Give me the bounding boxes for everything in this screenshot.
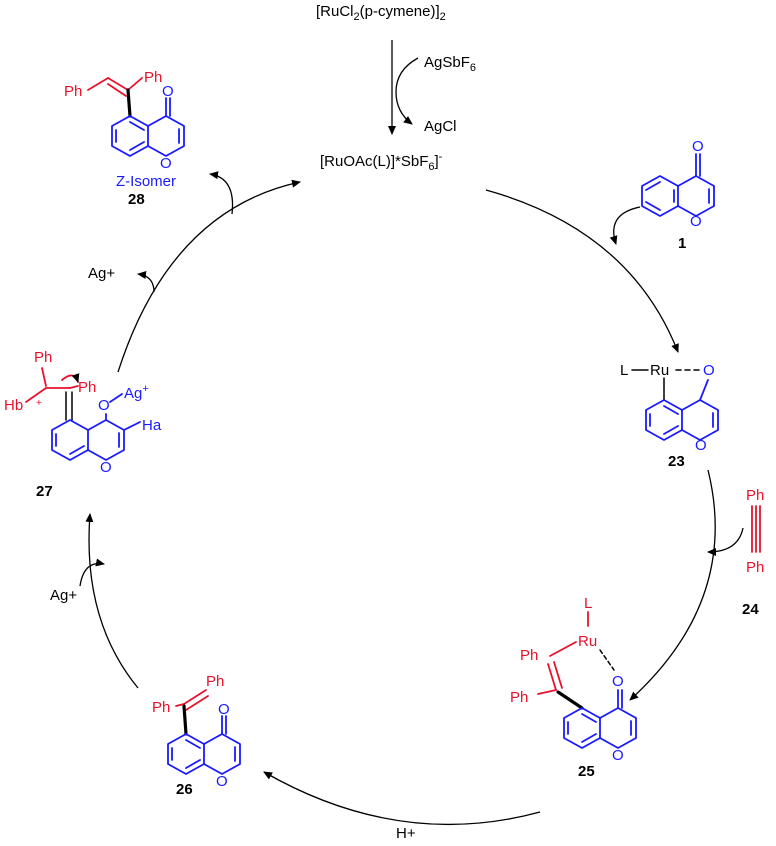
compound-25-label: 25 <box>578 763 595 780</box>
c23-Ru: Ru <box>650 362 669 379</box>
cycle-arrow-to-26 <box>263 771 541 826</box>
c27-Ph-right: Ph <box>78 379 96 396</box>
c27-Ha: Ha <box>142 417 162 434</box>
alkyne-in-arrow <box>707 527 744 556</box>
agsbf6-in-arrow <box>395 57 419 125</box>
z-isomer-label: Z-Isomer <box>116 173 176 190</box>
c26-ring-O: O <box>216 773 228 790</box>
cycle-arrow-to-27 <box>85 513 139 689</box>
compound-1-label: 1 <box>678 235 686 252</box>
compound-24-label: 24 <box>742 601 759 618</box>
agsbf6-reagent: AgSbF6 <box>424 54 476 74</box>
c23-ring-O: O <box>695 437 707 454</box>
c25-Ph-b: Ph <box>510 689 528 706</box>
c23-ligand-L: L <box>620 362 628 379</box>
c23-carbonyl-O: O <box>703 362 715 379</box>
c27-Hb: Hb <box>4 397 23 414</box>
ag-plus-lower: Ag+ <box>50 587 77 604</box>
ag-plus-upper-arrow <box>137 271 155 293</box>
c27-cation-plus: + <box>36 398 42 409</box>
c24-Ph-bottom: Ph <box>746 559 764 576</box>
compound-28-label: 28 <box>128 191 145 208</box>
agcl-byproduct: AgCl <box>424 118 457 135</box>
compound-25-insertion-intermediate: L Ru Ph Ph O O 25 <box>510 595 637 780</box>
precatalyst-formula: [RuCl2(p-cymene)]2 <box>316 3 446 23</box>
c28-Ph-right: Ph <box>144 69 162 86</box>
ag-plus-lower-arrow <box>79 558 105 587</box>
chromone-in-arrow <box>609 206 641 245</box>
cycle-arrow-to-23 <box>485 189 679 353</box>
compound-26-E-alkenyl-chromone: Ph Ph O O 26 <box>152 673 241 798</box>
c25-Ph-a: Ph <box>520 647 538 664</box>
c27-Ag: Ag+ <box>124 383 149 402</box>
c26-carbonyl-O: O <box>218 701 230 718</box>
c27-ring-O: O <box>100 459 112 476</box>
c26-Ph-left: Ph <box>152 699 170 716</box>
compound-26-label: 26 <box>176 781 193 798</box>
product-out-arrow <box>209 171 234 215</box>
c25-Ru: Ru <box>578 633 597 650</box>
compound-27-silver-cation-intermediate: Ph Hb + Ph O Ag+ Ha O 27 <box>4 349 162 500</box>
compound-27-label: 27 <box>36 483 53 500</box>
compound-24-diphenylacetylene: Ph Ph 24 <box>742 487 764 618</box>
c27-Ph-top: Ph <box>34 349 52 366</box>
cycle-arrow-to-25 <box>629 469 716 701</box>
c28-Ph-left: Ph <box>64 83 82 100</box>
compound-1-chromone: O O 1 <box>641 138 715 252</box>
compound-23-ruthenacycle: L Ru O O 23 <box>620 362 719 470</box>
c25-ligand-L: L <box>584 595 592 612</box>
c28-ring-O: O <box>160 155 172 172</box>
c26-Ph-right: Ph <box>206 673 224 690</box>
chromone-1-carbonyl-O: O <box>692 138 704 155</box>
chromone-1-ring-O: O <box>690 213 702 230</box>
c27-oxygen: O <box>98 397 110 414</box>
c28-carbonyl-O: O <box>162 83 174 100</box>
c25-ring-O: O <box>612 747 624 764</box>
active-catalyst: [RuOAc(L)]*SbF6]- <box>320 151 443 173</box>
h-plus-reagent: H+ <box>396 825 416 842</box>
ag-plus-upper: Ag+ <box>88 265 115 282</box>
c25-carbonyl-O: O <box>612 673 624 690</box>
compound-23-label: 23 <box>668 453 685 470</box>
c24-Ph-top: Ph <box>746 487 764 504</box>
compound-28-Z-isomer-product: Ph Ph O O Z-Isomer 28 <box>64 69 185 208</box>
cycle-arrow-to-catalyst <box>117 179 301 373</box>
